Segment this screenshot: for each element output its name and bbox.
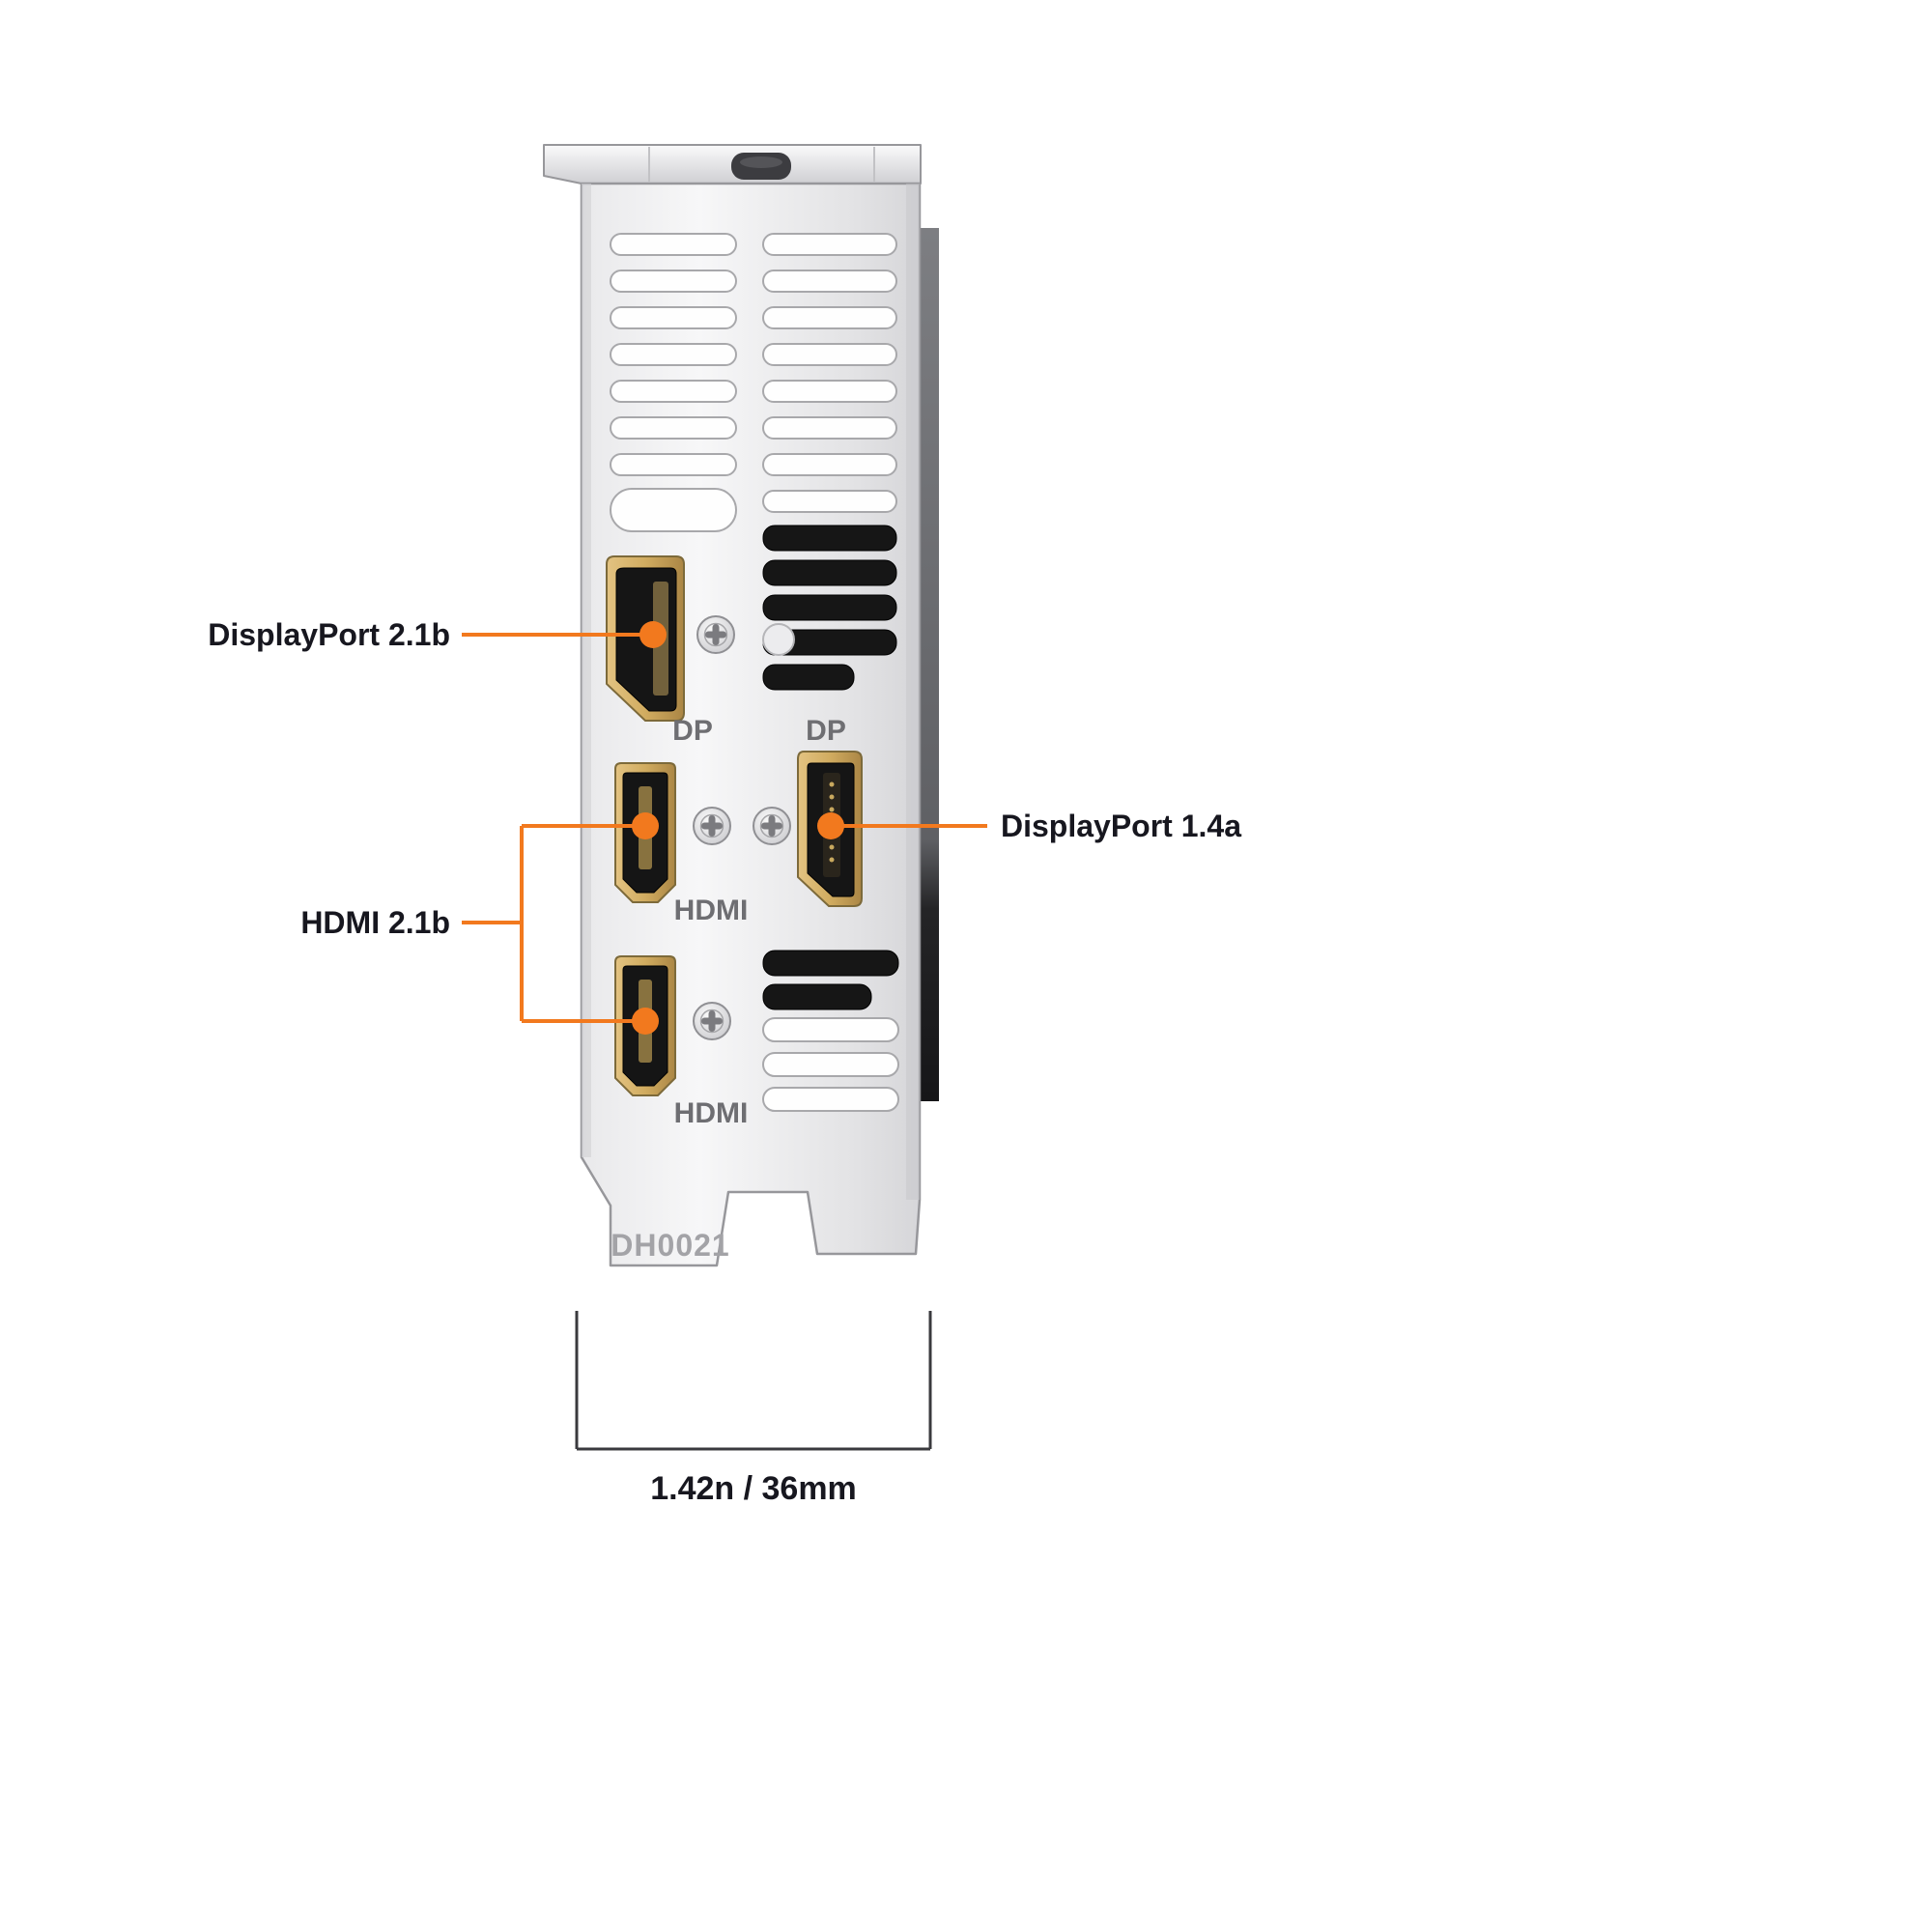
callout-displayport-21b: DisplayPort 2.1b [208,617,667,652]
bracket-side-fold [920,228,939,1101]
callout-displayport-14a: DisplayPort 1.4a [817,809,1241,843]
vent-slot [610,416,737,440]
vent-slot [610,343,737,366]
vent-slot [610,233,737,256]
vent-slot [762,380,897,403]
screw-icon [753,807,791,845]
vent-slot-dark [762,950,899,977]
vent-slot [762,233,897,256]
callout-dot [632,1008,659,1035]
screw-icon [693,807,731,845]
vent-slot-dark [762,594,897,621]
callouts: DisplayPort 2.1b HDMI 2.1b DisplayPort 1… [208,617,1241,1035]
callout-label-displayport-21b: DisplayPort 2.1b [208,617,450,652]
vent-slot [762,1052,899,1077]
plate-left-shade [582,184,591,1157]
vent-slot-dark [762,525,897,552]
port-label-dp-top: DP [672,715,713,747]
vent-slots-top-left [610,233,737,532]
vent-slot [610,488,737,532]
vent-slot [762,343,897,366]
vent-slot [762,1087,899,1112]
vent-slot [762,453,897,476]
vent-slot [762,490,897,513]
vent-slot [610,270,737,293]
port-label-hdmi-top: HDMI [674,895,749,926]
vent-slot [610,306,737,329]
vent-slot [762,270,897,293]
vent-slots-dark-mid [762,525,897,691]
callout-line [462,824,638,1023]
dimension-annotation: 1.42n / 36mm [575,1311,932,1507]
dimension-lines [575,1311,932,1451]
vent-slot-dark [762,664,855,691]
plate-right-shade [906,184,920,1200]
vent-slot [610,453,737,476]
screw-icon [693,1002,731,1040]
flange-screw-slot-highlight [740,156,782,168]
callout-hdmi-21b: HDMI 2.1b [300,812,659,1035]
vent-slot [762,306,897,329]
bracket-code: DH0021 [611,1228,729,1263]
vent-slot [762,416,897,440]
vent-slot-dark [762,983,872,1010]
port-label-dp-right: DP [806,715,846,747]
vent-slot [762,1017,899,1042]
vent-slots-lower-right [762,950,899,1112]
callout-label-hdmi-21b: HDMI 2.1b [300,905,450,940]
vent-slot [610,380,737,403]
callout-dot [632,812,659,839]
port-label-hdmi-bottom: HDMI [674,1097,749,1129]
screw-icon [696,615,735,654]
dimension-label: 1.42n / 36mm [650,1470,857,1507]
callout-dot [817,812,844,839]
vent-slot-dark [762,559,897,586]
bracket-hole [762,623,795,656]
vent-slots-top-right [762,233,897,513]
callout-label-displayport-14a: DisplayPort 1.4a [1001,809,1241,843]
callout-dot [639,621,667,648]
